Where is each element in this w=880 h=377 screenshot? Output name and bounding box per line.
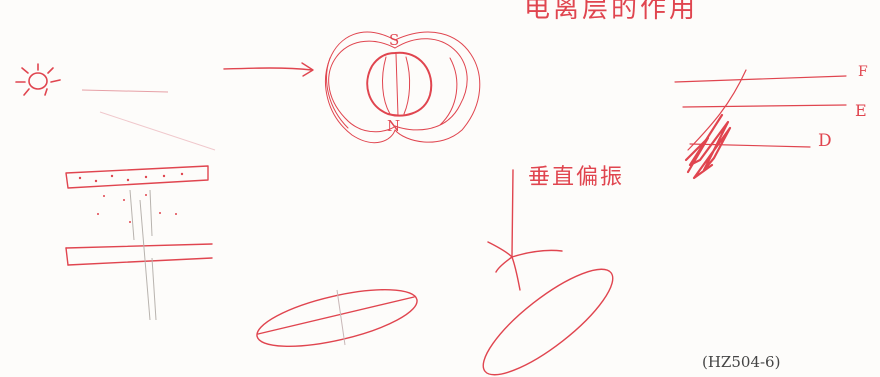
ionosphere-layers [674,69,847,151]
sunlight-ray [81,89,169,93]
scribble-shading [684,113,732,180]
polarization-caption: 垂直偏振 [528,165,625,190]
layer-f-label: F [858,64,868,80]
sun-drawing [15,63,61,96]
figure-code: (HZ504-6) [702,353,781,371]
ionosphere-caption: 电离层的作用 [524,0,699,24]
pencil-guides [129,189,157,321]
arrow-to-earth [223,62,314,77]
atmosphere-dots [78,172,184,223]
atmosphere-layers-block [65,165,213,266]
vertical-arrow [487,169,563,291]
ellipse-guide [336,289,346,346]
layer-e-label: E [855,101,867,120]
layer-d-label: D [818,131,832,151]
pole-south-label: S [389,31,400,49]
earth-magnetosphere [325,31,481,144]
pole-north-label: N [387,117,401,135]
sunlight-ray-faint [99,111,216,151]
ellipse-diagram-left [256,289,418,347]
ellipse-diagram-right [482,268,614,376]
